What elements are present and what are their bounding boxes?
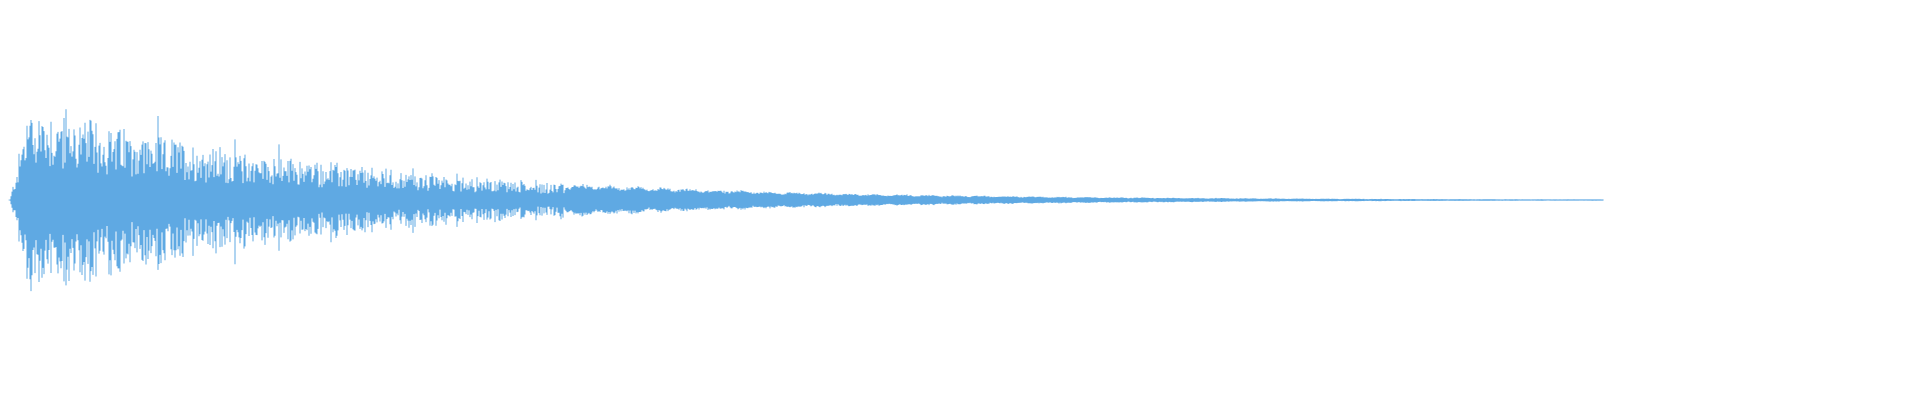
waveform-bars [9,109,1604,292]
waveform-trace [9,109,1604,292]
